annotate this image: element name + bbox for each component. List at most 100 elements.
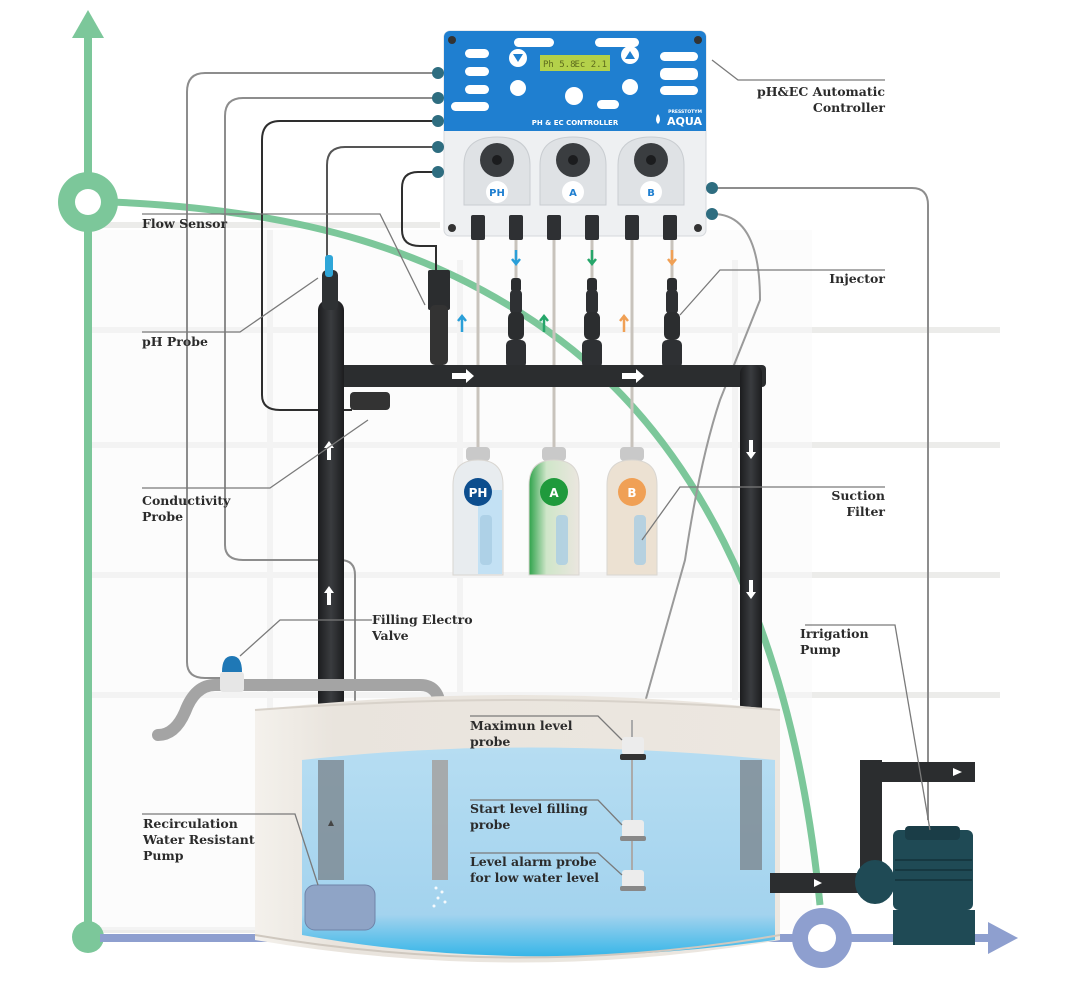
flow-sensor — [428, 270, 450, 310]
conductivity-probe — [350, 392, 390, 410]
label-line: Pump — [143, 848, 184, 863]
panel-button[interactable] — [514, 38, 554, 47]
peristaltic-pumps: PH A B — [463, 136, 685, 240]
bottle-cap — [620, 447, 644, 461]
suction-filter — [480, 515, 492, 565]
label-line: Level alarm probe — [470, 854, 597, 869]
menu-button[interactable] — [622, 79, 638, 95]
axis-arrow-up-icon — [72, 10, 104, 38]
green-curve — [111, 198, 824, 906]
info-button[interactable] — [510, 80, 526, 96]
ph-probe-body — [322, 270, 338, 310]
pump-badge — [562, 181, 584, 203]
label-line: probe — [470, 734, 510, 749]
label-line: Conductivity — [142, 493, 231, 508]
label-line: Suction — [831, 488, 885, 503]
panel-button[interactable] — [465, 67, 489, 76]
triangle-up-icon — [625, 51, 635, 59]
axis-origin-node — [72, 921, 104, 953]
panel-button[interactable] — [465, 85, 489, 94]
return-pipe — [740, 365, 762, 765]
label-flow-sensor: Flow Sensor — [142, 216, 228, 231]
pump-head-ph: PH — [463, 136, 531, 240]
filling-pipe — [152, 679, 446, 886]
label-line: Filter — [846, 504, 885, 519]
bottle-label: PH — [469, 486, 488, 500]
pump-head-a: A — [539, 136, 607, 240]
panel-button[interactable] — [660, 86, 698, 95]
panel-button[interactable] — [660, 52, 698, 61]
leader-lines — [142, 59, 931, 886]
tube-fitting — [625, 215, 639, 240]
brand-logo: AQUA — [667, 115, 702, 128]
label-line: Pump — [800, 642, 841, 657]
label-line: Filling Electro — [372, 612, 473, 627]
label-line: Irrigation — [800, 626, 869, 641]
label-line: Valve — [371, 628, 409, 643]
riser-pipe — [318, 300, 344, 770]
water-drop-icon — [656, 114, 660, 124]
label-line: Maximun level — [470, 718, 573, 733]
pump-badge — [640, 181, 662, 203]
bottle-badge — [540, 478, 568, 506]
bottle-label: B — [627, 486, 636, 500]
dosing-tubes — [476, 240, 674, 450]
tube-fitting — [547, 215, 561, 240]
connectors — [432, 67, 718, 220]
label-line: Probe — [142, 509, 183, 524]
label-line: Flow Sensor — [142, 216, 228, 231]
panel-buttons — [451, 38, 698, 111]
ph-probe-tip — [325, 255, 333, 277]
bottle-a: A — [528, 447, 580, 576]
axis-green — [58, 10, 824, 953]
manifold-pipe — [318, 255, 766, 770]
filling-valve — [222, 656, 242, 672]
label-line: for low water level — [470, 870, 599, 885]
pump-head-b: B — [617, 136, 685, 240]
recirculation-pump — [304, 884, 376, 931]
panel-button[interactable] — [465, 49, 489, 58]
lcd-display — [540, 55, 610, 71]
sensor-cables — [186, 72, 929, 900]
alarm-level-probe — [622, 870, 644, 888]
water-body — [302, 747, 775, 957]
start-level-probe — [622, 820, 644, 838]
bottle-cap — [542, 447, 566, 461]
label-line: Controller — [813, 100, 886, 115]
level-probes — [620, 737, 646, 891]
pump-badge — [486, 181, 508, 203]
suction-filter — [556, 515, 568, 565]
label-line: Recirculation — [143, 816, 238, 831]
bottle-badge — [618, 478, 646, 506]
enter-button[interactable] — [565, 87, 583, 105]
label-line: Start level filling — [470, 801, 588, 816]
bottle-label: A — [549, 486, 559, 500]
panel-button[interactable] — [660, 68, 698, 80]
max-level-probe — [622, 737, 644, 755]
lcd-ph-value: Ph 5.8 — [543, 60, 576, 70]
pump-label: B — [647, 188, 655, 199]
label-line: probe — [470, 817, 510, 832]
filling-valve-body — [220, 672, 244, 692]
injector — [662, 278, 682, 380]
label-line: Water Resistant — [142, 832, 255, 847]
controller-title: PH & EC CONTROLLER — [532, 119, 619, 127]
pump-label: PH — [489, 188, 505, 199]
panel-button[interactable] — [597, 100, 619, 109]
panel-button[interactable] — [451, 102, 489, 111]
label-line: pH Probe — [142, 334, 208, 349]
irrigation-pump — [770, 760, 975, 945]
panel-button[interactable] — [595, 38, 639, 47]
label-line: pH&EC Automatic — [757, 84, 885, 99]
label-line: Injector — [829, 271, 885, 286]
